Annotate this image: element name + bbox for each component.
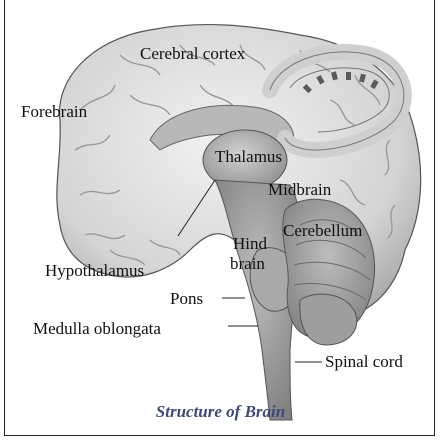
label-hind-brain-line2: brain — [230, 255, 265, 272]
label-hind-brain-line1: Hind — [233, 235, 267, 252]
label-pons: Pons — [170, 290, 203, 307]
label-thalamus: Thalamus — [215, 148, 282, 165]
label-midbrain: Midbrain — [268, 181, 331, 198]
label-hypothalamus: Hypothalamus — [45, 262, 144, 279]
label-cerebellum: Cerebellum — [283, 222, 362, 239]
diagram-caption: Structure of Brain — [0, 403, 441, 420]
label-medulla-oblongata: Medulla oblongata — [33, 320, 161, 337]
label-spinal-cord: Spinal cord — [325, 353, 403, 370]
label-cerebral-cortex: Cerebral cortex — [140, 45, 245, 62]
label-forebrain: Forebrain — [21, 103, 87, 120]
